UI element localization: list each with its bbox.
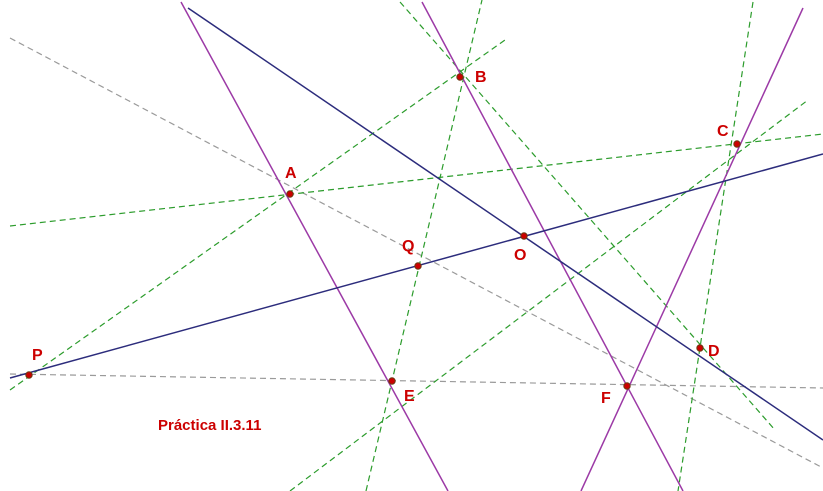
- green-line-e-through-b: [365, 0, 483, 491]
- point-e: [388, 377, 396, 385]
- green-dashed-lines: [9, 0, 823, 491]
- gray-line-through-a-and-q: [9, 37, 823, 469]
- points: [25, 73, 741, 390]
- gray-dashed-lines: [9, 37, 823, 469]
- green-line-b-to-d: [399, 1, 776, 431]
- label-q: Q: [402, 238, 414, 255]
- point-a: [286, 190, 294, 198]
- point-o: [520, 232, 528, 240]
- point-c: [733, 140, 741, 148]
- point-d: [696, 344, 704, 352]
- label-e: E: [404, 388, 415, 405]
- label-d: D: [708, 343, 720, 360]
- point-labels: P A B C D E F O Q: [32, 69, 729, 407]
- label-b: B: [475, 69, 487, 86]
- caption-practica: Práctica II.3.11: [158, 417, 261, 434]
- point-f: [623, 382, 631, 390]
- point-q: [414, 262, 422, 270]
- purple-line-b-f: [421, 1, 684, 491]
- label-p: P: [32, 347, 43, 364]
- point-p: [25, 371, 33, 379]
- green-line-a-to-c: [9, 133, 823, 227]
- label-f: F: [601, 390, 611, 407]
- green-line-through-c-and-d: [677, 1, 754, 491]
- point-b: [456, 73, 464, 81]
- purple-line-f-c: [580, 7, 804, 491]
- gray-line-through-p-e-f: [9, 373, 823, 389]
- label-a: A: [285, 165, 297, 182]
- green-line-e-to-c: [289, 99, 809, 491]
- label-o: O: [514, 247, 526, 264]
- blue-line-through-o-and-d: [187, 7, 823, 441]
- purple-line-a-e: [180, 1, 449, 491]
- label-c: C: [717, 123, 729, 140]
- purple-lines: [180, 1, 804, 491]
- green-line-p-to-b: [9, 39, 506, 391]
